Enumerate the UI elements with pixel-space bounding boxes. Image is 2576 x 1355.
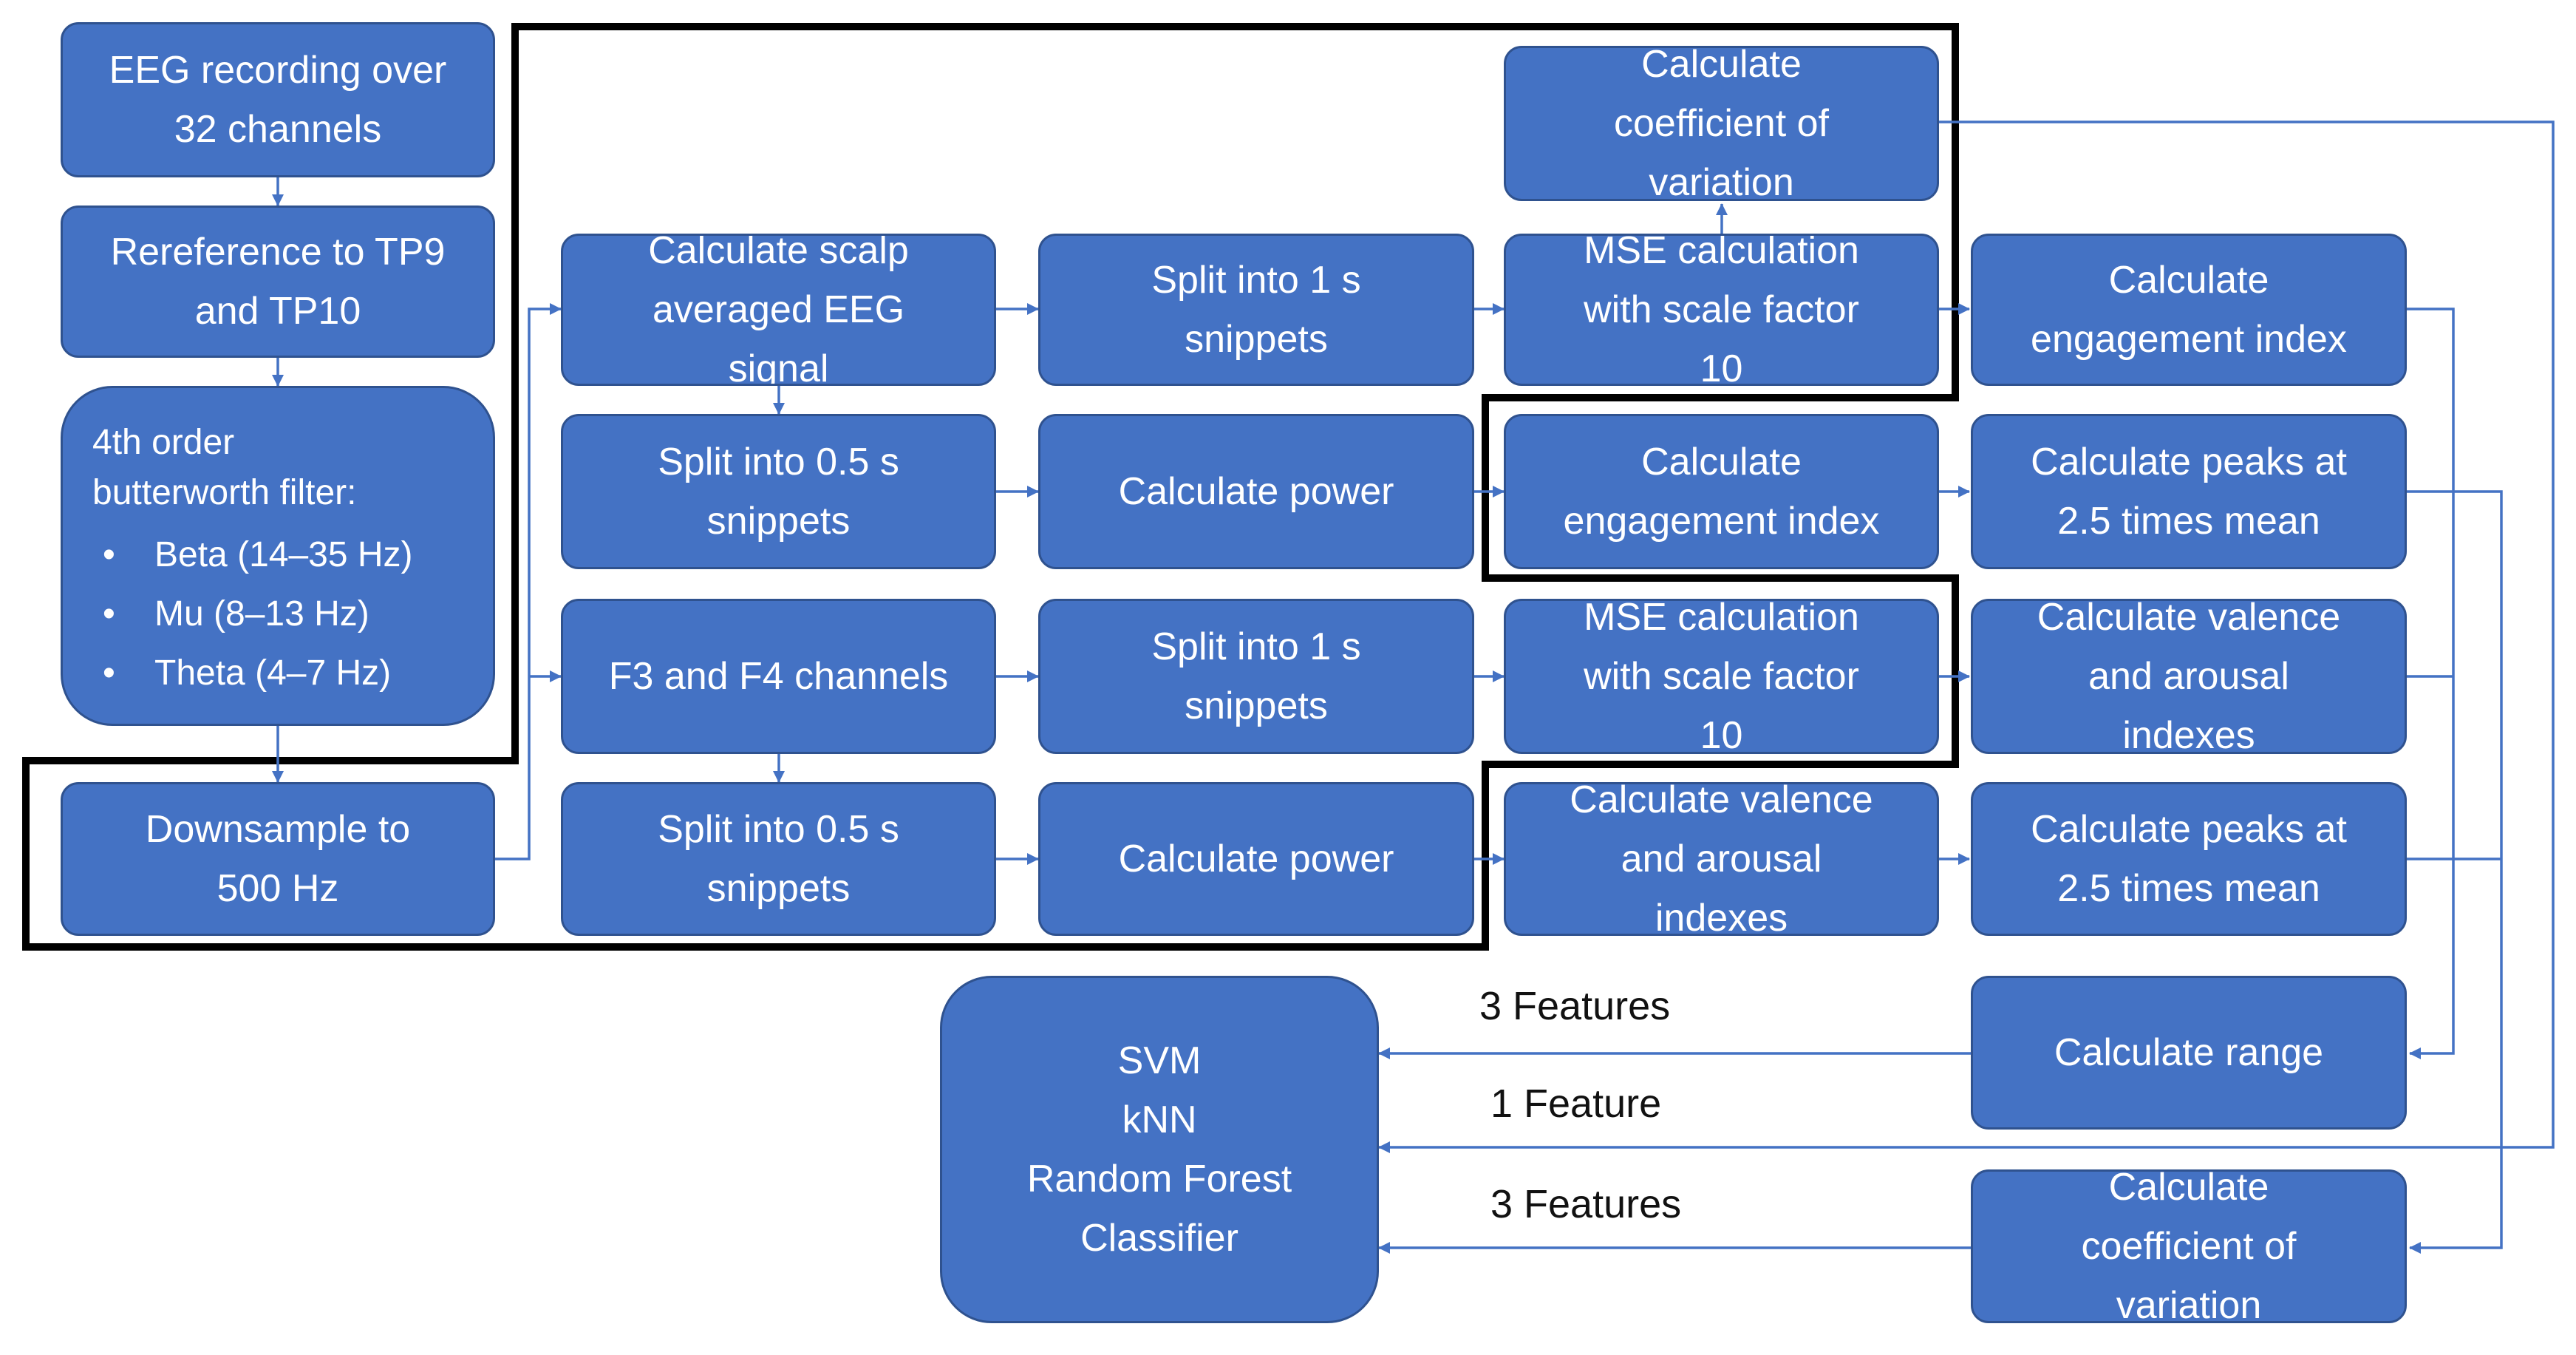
engagement-index-label-right: Calculate engagement index [2031, 259, 2347, 361]
eeg-recording-label: EEG recording over 32 channels [109, 49, 447, 151]
peaks-node-2: Calculate peaks at 2.5 times mean [1971, 782, 2407, 936]
engagement-index-node-mid: Calculate engagement index [1504, 414, 1939, 569]
engagement-index-node-right: Calculate engagement index [1971, 234, 2407, 386]
arrow-cov-top-to-classifier [1378, 120, 2555, 1153]
butterworth-filter-node: 4th order butterworth filter: Beta (14–3… [61, 386, 495, 726]
calculate-range-node: Calculate range [1971, 976, 2407, 1130]
scalp-average-label: Calculate scalp averaged EEG signal [648, 234, 909, 386]
calculate-power-node-1: Calculate power [1038, 414, 1474, 569]
mse-calculation-label-2: MSE calculation with scale factor 10 [1584, 599, 1859, 754]
filter-title: 4th order butterworth filter: [92, 423, 357, 512]
rereference-label: Rereference to TP9 and TP10 [110, 231, 446, 333]
mse-calculation-label-1: MSE calculation with scale factor 10 [1584, 234, 1859, 386]
calculate-power-node-2: Calculate power [1038, 782, 1474, 936]
coefficient-variation-label-bottom: Calculate coefficient of variation [2081, 1169, 2297, 1323]
downsample-label: Downsample to 500 Hz [145, 808, 411, 910]
f3-f4-channels-node: F3 and F4 channels [561, 599, 996, 754]
split-half-second-label-1: Split into 0.5 s snippets [658, 441, 899, 543]
split-half-second-label-2: Split into 0.5 s snippets [658, 808, 899, 910]
rereference-node: Rereference to TP9 and TP10 [61, 206, 495, 358]
calculate-power-label-2: Calculate power [1118, 838, 1394, 880]
peaks-node-1: Calculate peaks at 2.5 times mean [1971, 414, 2407, 569]
scalp-average-node: Calculate scalp averaged EEG signal [561, 234, 996, 386]
f3-f4-channels-label: F3 and F4 channels [608, 655, 949, 698]
filter-band-list: Beta (14–35 Hz) Mu (8–13 Hz) Theta (4–7 … [92, 526, 413, 703]
split-one-second-label-2: Split into 1 s snippets [1151, 625, 1361, 727]
peaks-label-2: Calculate peaks at 2.5 times mean [2031, 808, 2347, 910]
split-one-second-node-1: Split into 1 s snippets [1038, 234, 1474, 386]
mse-calculation-node-1: MSE calculation with scale factor 10 [1504, 234, 1939, 386]
edge-label-range-features: 3 Features [1479, 984, 1671, 1028]
split-one-second-label-1: Split into 1 s snippets [1151, 259, 1361, 361]
arrow-peaks-to-cov-bottom [2407, 490, 2503, 1254]
split-half-second-node-1: Split into 0.5 s snippets [561, 414, 996, 569]
filter-band-beta: Beta (14–35 Hz) [92, 526, 413, 585]
filter-band-theta: Theta (4–7 Hz) [92, 644, 413, 703]
valence-arousal-node-right: Calculate valence and arousal indexes [1971, 599, 2407, 754]
downsample-node: Downsample to 500 Hz [61, 782, 495, 936]
edge-label-cov-features: 3 Features [1490, 1182, 1682, 1226]
valence-arousal-label-right: Calculate valence and arousal indexes [2037, 599, 2341, 754]
coefficient-variation-node-top: Calculate coefficient of variation [1504, 46, 1939, 201]
arrow-downsample-to-scalp [495, 303, 562, 860]
eeg-recording-node: EEG recording over 32 channels [61, 22, 495, 177]
coefficient-variation-label-top: Calculate coefficient of variation [1613, 46, 1829, 201]
filter-band-mu: Mu (8–13 Hz) [92, 585, 413, 644]
edge-label-one-feature: 1 Feature [1490, 1081, 1662, 1126]
valence-arousal-label-mid: Calculate valence and arousal indexes [1570, 782, 1873, 936]
coefficient-variation-node-bottom: Calculate coefficient of variation [1971, 1169, 2407, 1323]
engagement-index-label-mid: Calculate engagement index [1563, 441, 1880, 543]
calculate-power-label-1: Calculate power [1118, 470, 1394, 513]
valence-arousal-node-mid: Calculate valence and arousal indexes [1504, 782, 1939, 936]
arrow-engagement-to-range [2407, 308, 2455, 1059]
split-one-second-node-2: Split into 1 s snippets [1038, 599, 1474, 754]
outline-frame-upper [22, 23, 1959, 951]
classifier-label: SVM kNN Random Forest Classifier [1026, 1039, 1292, 1260]
calculate-range-label: Calculate range [2054, 1031, 2324, 1074]
mse-calculation-node-2: MSE calculation with scale factor 10 [1504, 599, 1939, 754]
split-half-second-node-2: Split into 0.5 s snippets [561, 782, 996, 936]
peaks-label-1: Calculate peaks at 2.5 times mean [2031, 441, 2347, 543]
classifier-node: SVM kNN Random Forest Classifier [940, 976, 1379, 1323]
